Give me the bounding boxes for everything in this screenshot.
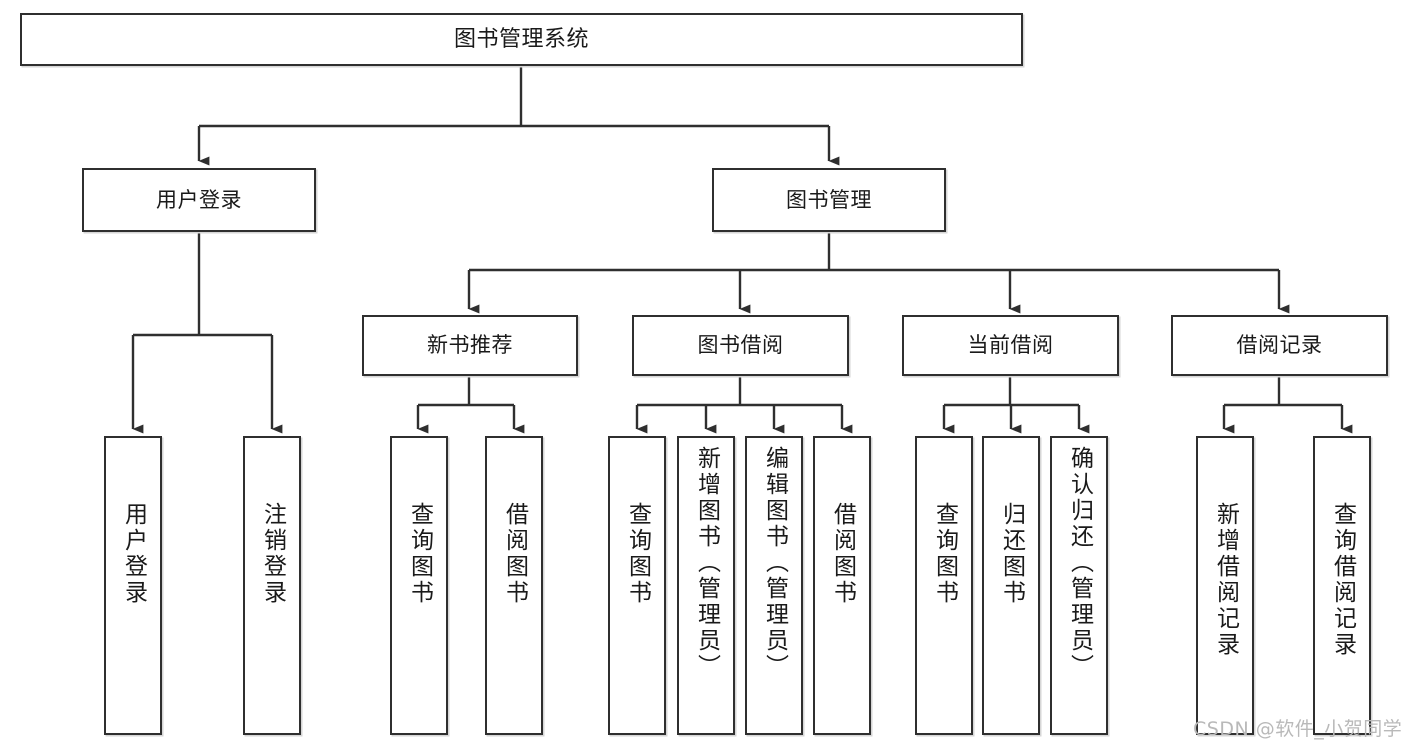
leaf-new-book-borrow-books[interactable]: 借阅图书 bbox=[485, 436, 543, 735]
node-label: 确认归还（管理员） bbox=[1066, 446, 1093, 680]
node-current-borrow[interactable]: 当前借阅 bbox=[902, 315, 1119, 376]
leaf-book-borrow-query-books[interactable]: 查询图书 bbox=[608, 436, 666, 735]
node-new-book-recommend[interactable]: 新书推荐 bbox=[362, 315, 578, 376]
leaf-book-borrow-edit-book-admin[interactable]: 编辑图书（管理员） bbox=[745, 436, 803, 735]
node-label: 新书推荐 bbox=[427, 333, 513, 358]
node-label: 归还图书 bbox=[998, 502, 1025, 606]
node-label: 查询借阅记录 bbox=[1329, 502, 1356, 658]
node-label: 新增图书（管理员） bbox=[693, 446, 720, 680]
leaf-current-borrow-return-books[interactable]: 归还图书 bbox=[982, 436, 1040, 735]
node-label: 图书管理系统 bbox=[453, 26, 589, 52]
node-label: 图书管理 bbox=[786, 187, 872, 212]
node-label: 用户登录 bbox=[156, 187, 242, 212]
leaf-user-login[interactable]: 用户登录 bbox=[104, 436, 162, 735]
node-label: 新增借阅记录 bbox=[1212, 502, 1239, 658]
node-book-management[interactable]: 图书管理 bbox=[712, 168, 946, 232]
node-book-borrow[interactable]: 图书借阅 bbox=[632, 315, 849, 376]
node-label: 注销登录 bbox=[259, 502, 286, 606]
node-label: 查询图书 bbox=[931, 502, 958, 606]
leaf-current-borrow-query-books[interactable]: 查询图书 bbox=[915, 436, 973, 735]
leaf-current-borrow-confirm-return-admin[interactable]: 确认归还（管理员） bbox=[1050, 436, 1108, 735]
node-label: 当前借阅 bbox=[967, 333, 1054, 358]
node-label: 用户登录 bbox=[120, 502, 147, 606]
leaf-book-borrow-borrow-books[interactable]: 借阅图书 bbox=[813, 436, 871, 735]
leaf-add-borrow-record[interactable]: 新增借阅记录 bbox=[1196, 436, 1254, 735]
leaf-query-borrow-record[interactable]: 查询借阅记录 bbox=[1313, 436, 1371, 735]
node-label: 查询图书 bbox=[624, 502, 651, 606]
node-user-login[interactable]: 用户登录 bbox=[82, 168, 316, 232]
node-label: 图书借阅 bbox=[697, 333, 784, 358]
node-borrow-record[interactable]: 借阅记录 bbox=[1171, 315, 1388, 376]
node-label: 查询图书 bbox=[406, 502, 433, 606]
node-label: 借阅记录 bbox=[1236, 333, 1323, 358]
node-book-management-system[interactable]: 图书管理系统 bbox=[20, 13, 1023, 66]
node-label: 编辑图书（管理员） bbox=[761, 446, 788, 680]
leaf-new-book-query-books[interactable]: 查询图书 bbox=[390, 436, 448, 735]
leaf-logout[interactable]: 注销登录 bbox=[243, 436, 301, 735]
leaf-book-borrow-add-book-admin[interactable]: 新增图书（管理员） bbox=[677, 436, 735, 735]
node-label: 借阅图书 bbox=[501, 502, 528, 606]
node-label: 借阅图书 bbox=[829, 502, 856, 606]
